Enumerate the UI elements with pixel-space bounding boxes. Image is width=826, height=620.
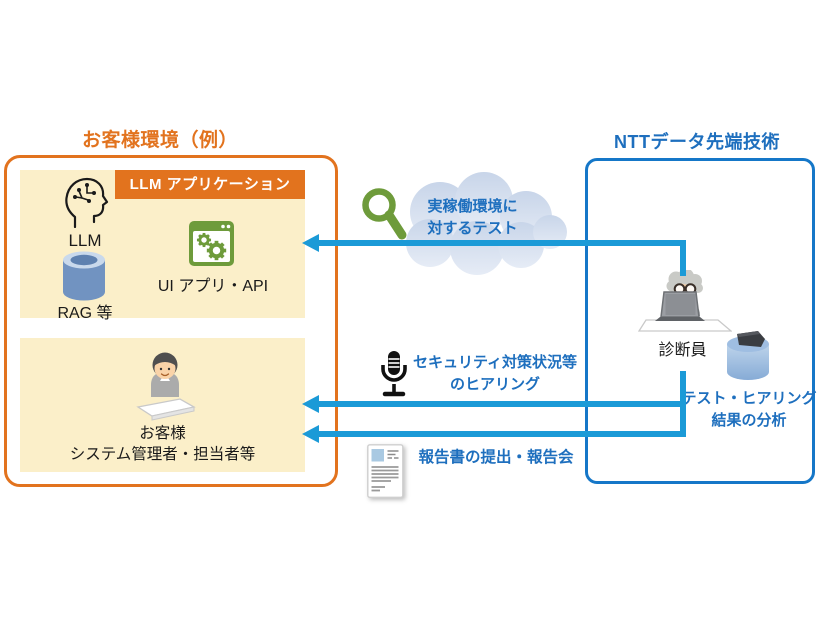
customer-person-icon	[134, 349, 196, 423]
analysis-line1: テスト・ヒアリング	[681, 390, 817, 407]
flow-hearing-line1: セキュリティ対策状況等	[412, 354, 578, 371]
rag-label: RAG 等	[57, 305, 113, 322]
ai-head-circuit-icon	[60, 176, 110, 229]
flow-hearing-line2: のヒアリング	[449, 375, 540, 393]
customer-staff-line1: お客様	[139, 425, 186, 442]
customer-staff-label: お客様 システム管理者・担当者等	[20, 424, 305, 466]
magnifying-glass-icon	[358, 184, 414, 248]
flow-test-line1: 実稼働環境に	[427, 198, 518, 215]
flow-report-label: 報告書の提出・報告会	[418, 449, 574, 466]
flow-test-line2: 対するテスト	[427, 219, 518, 237]
ui-app-api-label: UI アプリ・API	[157, 278, 269, 295]
app-window-gears-icon	[189, 221, 234, 266]
database-cylinder-icon	[60, 249, 108, 303]
arrow-test-vertical	[680, 240, 686, 276]
diagnostician-label: 診断員	[658, 342, 707, 359]
analysis-line2: 結果の分析	[711, 411, 787, 429]
arrow-report-line	[316, 431, 683, 437]
report-document-icon	[367, 444, 405, 499]
arrow-test-line	[316, 240, 683, 246]
arrow-hearing-line	[316, 401, 683, 407]
ntt-title: NTTデータ先端技術	[614, 132, 780, 152]
llm-label: LLM	[68, 231, 102, 250]
customer-staff-line2: システム管理者・担当者等	[69, 445, 256, 463]
flow-test-label: 実稼働環境に 対するテスト	[405, 196, 540, 240]
arrow-hearing-head	[302, 395, 319, 413]
flow-hearing-label: セキュリティ対策状況等 のヒアリング	[410, 352, 580, 396]
customer-environment-title: お客様環境（例）	[81, 130, 238, 151]
microphone-icon	[380, 350, 408, 400]
arrow-report-vertical	[680, 371, 686, 437]
arrow-report-head	[302, 425, 319, 443]
cloud-shape	[392, 172, 570, 280]
analysis-cylinder-icon	[724, 330, 772, 384]
diagnostician-person-icon	[637, 268, 733, 338]
llm-application-header: LLM アプリケーション	[115, 170, 305, 199]
analysis-label: テスト・ヒアリング 結果の分析	[669, 388, 826, 432]
arrow-test-head	[302, 234, 319, 252]
